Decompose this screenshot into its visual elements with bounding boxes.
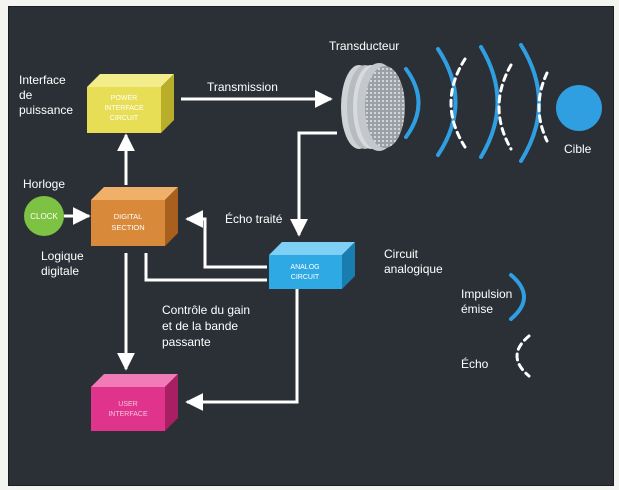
echo-wave-2 xyxy=(497,63,513,151)
label-interface-line-3: puissance xyxy=(19,103,74,117)
label-target: Cible xyxy=(564,142,592,156)
label-gain-line-1: Contrôle du gain xyxy=(162,303,251,317)
label-interface-line-1: Interface xyxy=(19,73,66,87)
label-pulse-line-2: émise xyxy=(461,302,494,316)
display-block-line-2: INTERFACE xyxy=(108,411,148,418)
arrow-analog-to-digital-echo xyxy=(185,210,267,269)
analog-block-line-2: CIRCUIT xyxy=(291,274,320,281)
label-echo: Écho xyxy=(461,357,489,371)
label-gain-line-3: passante xyxy=(162,335,211,349)
label-interface-line-2: de xyxy=(19,88,33,102)
label-pulse-emitted: Impulsion émise xyxy=(461,287,512,317)
arrow-transducer-to-analog xyxy=(290,131,337,237)
label-logic: Logique digitale xyxy=(41,249,84,279)
analog-block-line-1: ANALOG xyxy=(290,264,319,271)
arrow-analog-to-display xyxy=(185,289,299,411)
connectors xyxy=(64,90,337,411)
power-interface-block: POWER INTERFACE CIRCUIT xyxy=(87,74,174,133)
pulse-wave-2 xyxy=(436,47,458,157)
pulse-wave-4 xyxy=(519,43,541,163)
diagram-panel: POWER INTERFACE CIRCUIT DIGITAL SECTION … xyxy=(8,6,614,486)
label-transmission: Transmission xyxy=(207,80,278,94)
label-analog-line-2: analogique xyxy=(384,262,443,276)
clock-text: CLOCK xyxy=(30,212,58,221)
label-processed-echo: Écho traité xyxy=(225,212,283,226)
target-sphere xyxy=(556,85,602,131)
analog-circuit-block: ANALOG CIRCUIT xyxy=(269,242,355,289)
display-block-line-1: USER xyxy=(118,401,137,408)
label-clock-side: Horloge xyxy=(23,177,66,191)
clock-node: CLOCK xyxy=(24,196,64,236)
legend-pulse-symbol xyxy=(509,273,526,321)
echo-wave-3 xyxy=(537,71,549,143)
waves xyxy=(404,43,549,163)
pulse-wave-3 xyxy=(479,45,500,159)
label-pulse-line-1: Impulsion xyxy=(461,287,513,301)
label-analog-circuit: Circuit analogique xyxy=(384,247,443,277)
pulse-wave-1 xyxy=(404,67,421,139)
echo-wave-1 xyxy=(449,57,467,149)
transducer xyxy=(341,63,405,151)
digital-section-block: DIGITAL SECTION xyxy=(91,187,178,246)
digital-block-line-2: SECTION xyxy=(111,223,144,232)
label-gain-line-2: et de la bande xyxy=(162,319,239,333)
label-logic-line-1: Logique xyxy=(41,249,84,263)
digital-block-line-1: DIGITAL xyxy=(114,212,143,221)
power-block-line-3: CIRCUIT xyxy=(110,115,139,122)
arrow-digital-to-analog-control xyxy=(144,253,267,282)
label-logic-line-2: digitale xyxy=(41,264,80,278)
diagram-canvas: POWER INTERFACE CIRCUIT DIGITAL SECTION … xyxy=(24,43,602,431)
power-block-line-2: INTERFACE xyxy=(104,105,144,112)
power-block-line-1: POWER xyxy=(111,95,137,102)
label-gain-control: Contrôle du gain et de la bande passante xyxy=(162,302,250,350)
legend-echo-symbol xyxy=(515,334,531,378)
user-interface-block: USER INTERFACE xyxy=(91,374,178,431)
label-interface-power: Interface de puissance xyxy=(19,73,73,118)
label-analog-line-1: Circuit xyxy=(384,247,419,261)
label-transducer: Transducteur xyxy=(329,39,400,53)
